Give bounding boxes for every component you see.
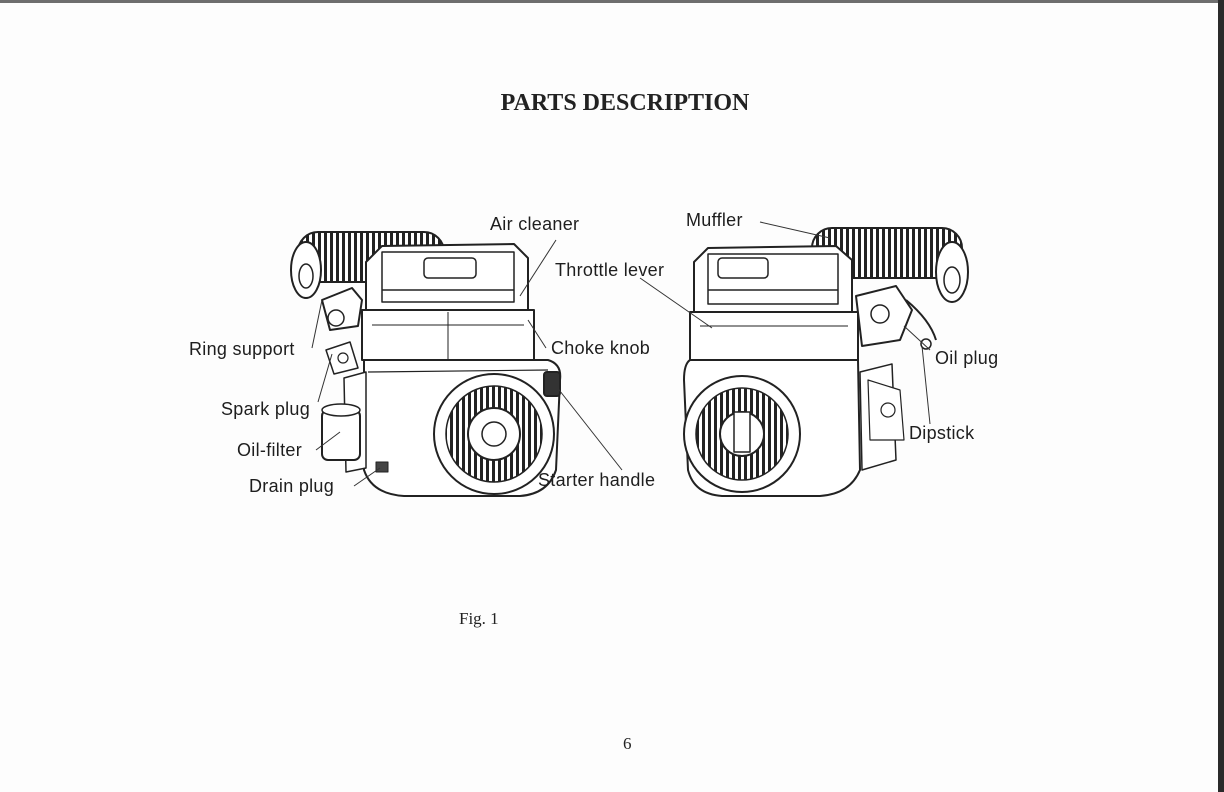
label-choke-knob: Choke knob [551,338,650,359]
label-dipstick: Dipstick [909,423,974,444]
label-air-cleaner: Air cleaner [490,214,579,235]
engine-right-drawing [684,228,968,496]
label-ring-support: Ring support [189,339,295,360]
starter-handle-left [544,372,560,396]
engine-left-drawing [291,232,560,496]
label-oil-filter: Oil-filter [237,440,302,461]
label-throttle-lever: Throttle lever [555,260,664,281]
label-muffler: Muffler [686,210,743,231]
muffler-left-end [291,242,321,298]
page-number: 6 [623,734,632,754]
label-oil-plug: Oil plug [935,348,998,369]
label-spark-plug: Spark plug [221,399,310,420]
label-starter-handle: Starter handle [538,470,655,491]
figure-caption: Fig. 1 [459,609,499,629]
label-drain-plug: Drain plug [249,476,334,497]
